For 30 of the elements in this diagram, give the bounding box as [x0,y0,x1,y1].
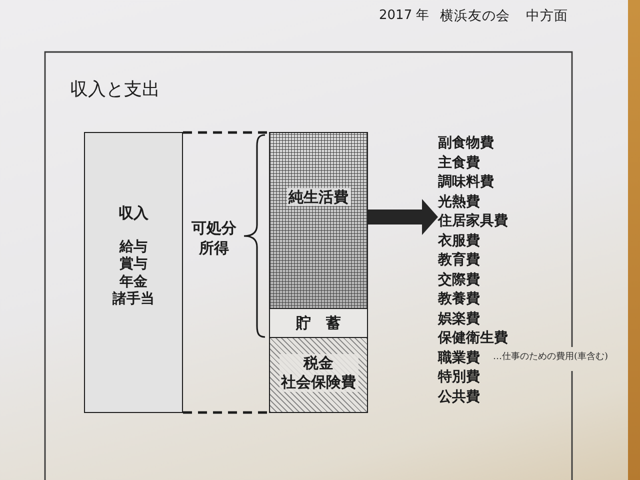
handwritten-note: …仕事のための費用(車含む) [493,352,608,364]
segment-box [269,308,368,338]
list-item: 衣服費 [438,232,480,250]
list-item: 娯楽費 [438,310,480,328]
header-text: 2017 年 [379,8,430,25]
header-text: 横浜友の会 [440,8,510,26]
box-heading: 収入 [118,204,148,222]
list-item: 公共費 [438,388,480,406]
list-item: 光熱費 [438,192,480,212]
list-item: 主食費 [438,154,480,172]
list-item: 教育費 [438,251,480,270]
block-arrow [368,199,438,235]
brace-label: 可処分所得 [190,218,238,258]
list-item: 調味料費 [438,173,494,192]
list-item: 職業費 [438,348,480,368]
list-item: 住居家具費 [438,212,508,231]
list-item: 保健衛生費 [438,329,508,348]
box-text: 給与賞与年金諸手当 [112,238,154,308]
list-item: 教養費 [438,290,480,309]
list-item: 特別費 [438,368,480,387]
list-item: 副食物費 [438,134,494,153]
diagram-title: 収入と支出 [70,79,160,101]
box-label: 税金社会保険費 [279,354,358,392]
list-item: 交際費 [438,270,480,290]
box-label: 貯 蓄 [296,314,341,332]
box-label: 純生活費 [286,188,350,206]
grid-box [269,132,368,310]
column-box [84,132,183,413]
header-text: 中方面 [526,8,568,26]
hatched-box [269,337,368,413]
